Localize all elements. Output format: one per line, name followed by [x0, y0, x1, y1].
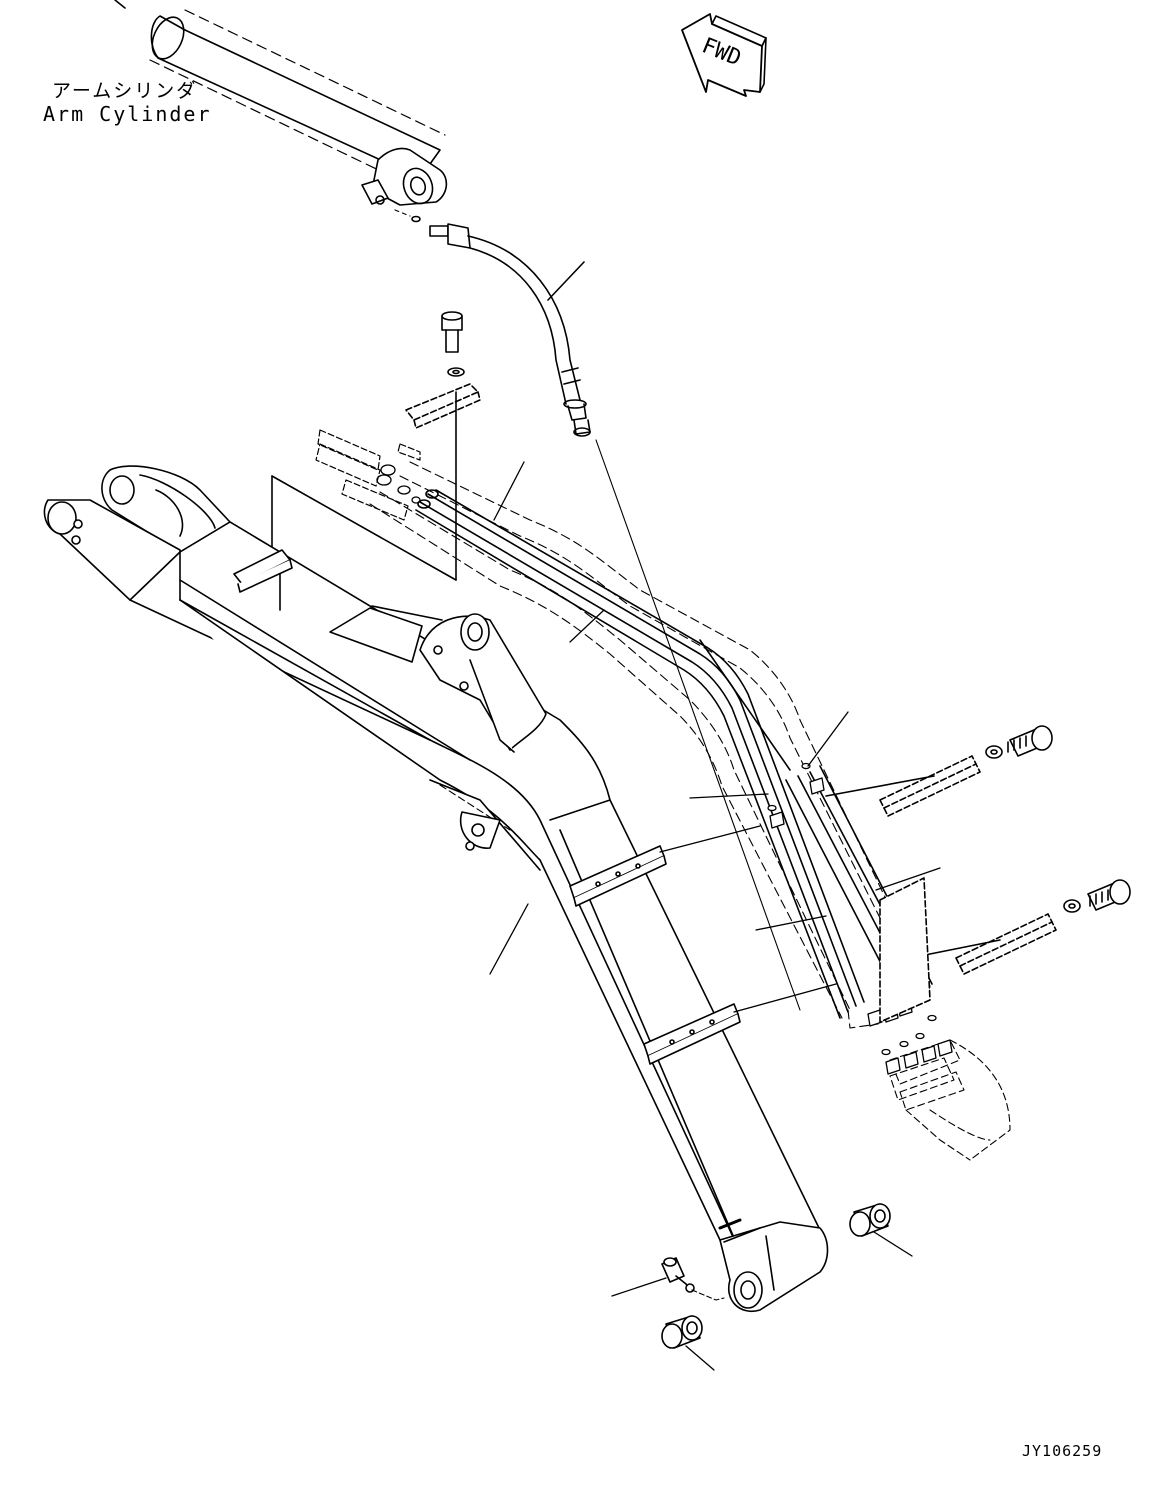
right-clamp-lower	[910, 880, 1130, 974]
pipe-end-nuts	[377, 465, 420, 503]
arm-cylinder-label-en: Arm Cylinder	[43, 102, 212, 126]
lower-hose-nuts	[886, 1040, 952, 1074]
fwd-direction-arrow: FWD	[682, 14, 766, 96]
bushing-lower	[662, 1316, 702, 1348]
upper-clamp-assembly	[272, 312, 480, 580]
right-clamp-upper	[826, 726, 1052, 816]
drawing-id: JY106259	[1022, 1442, 1103, 1460]
pipe-clamp-pad	[880, 878, 930, 1022]
bushing-upper	[850, 1204, 890, 1236]
ghost-pipe-routing	[370, 462, 930, 1028]
upper-hose	[430, 224, 800, 1010]
grease-fitting	[662, 1258, 724, 1300]
lower-hose-ghosts	[890, 1040, 1010, 1160]
arm-body	[44, 466, 827, 1311]
pipe-end-fittings	[316, 430, 420, 520]
arm-mounted-clamps	[570, 846, 740, 1064]
arm-cylinder-label-jp: アームシリンダ	[52, 80, 198, 102]
arm-cylinder	[115, 0, 446, 222]
callout-leaders	[490, 462, 940, 1370]
